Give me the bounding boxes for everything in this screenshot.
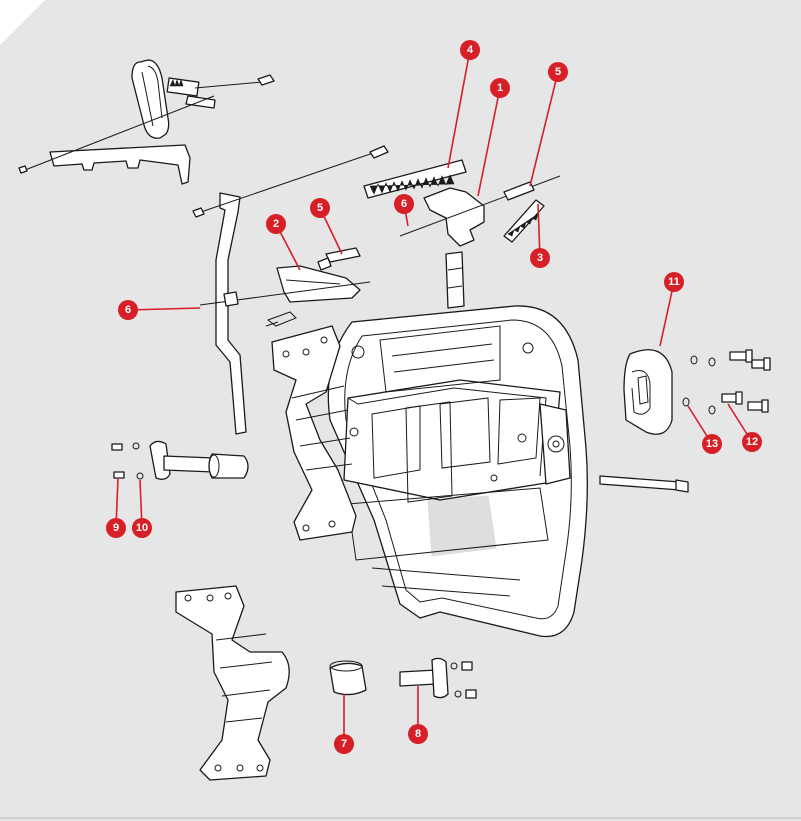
callout-6-left: 6 — [118, 300, 138, 320]
svg-text:8: 8 — [415, 728, 421, 740]
callout-9: 9 — [106, 518, 126, 538]
svg-text:7: 7 — [341, 738, 347, 750]
lever-link — [192, 145, 389, 435]
svg-text:6: 6 — [401, 198, 407, 210]
lock-jaw — [199, 247, 371, 327]
side-bracket-lower — [175, 585, 290, 781]
callout-3: 3 — [530, 248, 550, 268]
bushing-11 — [623, 349, 673, 435]
spring-4 — [363, 159, 467, 199]
callout-2: 2 — [266, 214, 286, 234]
svg-text:12: 12 — [746, 436, 758, 448]
callout-5-upper: 5 — [548, 62, 568, 82]
pivot-shaft — [599, 475, 689, 493]
svg-text:3: 3 — [537, 252, 543, 264]
svg-text:10: 10 — [136, 522, 148, 534]
bushing-7 — [329, 660, 367, 696]
callout-10: 10 — [132, 518, 152, 538]
callout-4: 4 — [460, 40, 480, 60]
callout-13: 13 — [702, 434, 722, 454]
svg-text:5: 5 — [555, 66, 561, 78]
callout-7: 7 — [334, 734, 354, 754]
release-handle-assembly — [18, 59, 275, 185]
svg-text:5: 5 — [317, 202, 323, 214]
svg-text:6: 6 — [125, 304, 131, 316]
svg-text:9: 9 — [113, 522, 119, 534]
callout-11: 11 — [664, 272, 684, 292]
callout-12: 12 — [742, 432, 762, 452]
callout-8: 8 — [408, 724, 428, 744]
mounting-pin-left — [111, 440, 249, 480]
svg-text:2: 2 — [273, 218, 279, 230]
lock-lever — [399, 175, 561, 309]
svg-text:1: 1 — [497, 82, 503, 94]
side-bracket-upper — [271, 325, 357, 541]
main-frame — [327, 305, 588, 638]
callout-6-upper: 6 — [394, 194, 414, 214]
pin-8 — [399, 657, 477, 699]
callout-1: 1 — [490, 78, 510, 98]
hardware-12-13 — [682, 349, 771, 415]
svg-text:11: 11 — [668, 276, 680, 288]
svg-text:4: 4 — [467, 44, 474, 56]
callout-5-pin: 5 — [310, 198, 330, 218]
svg-text:13: 13 — [706, 438, 718, 450]
